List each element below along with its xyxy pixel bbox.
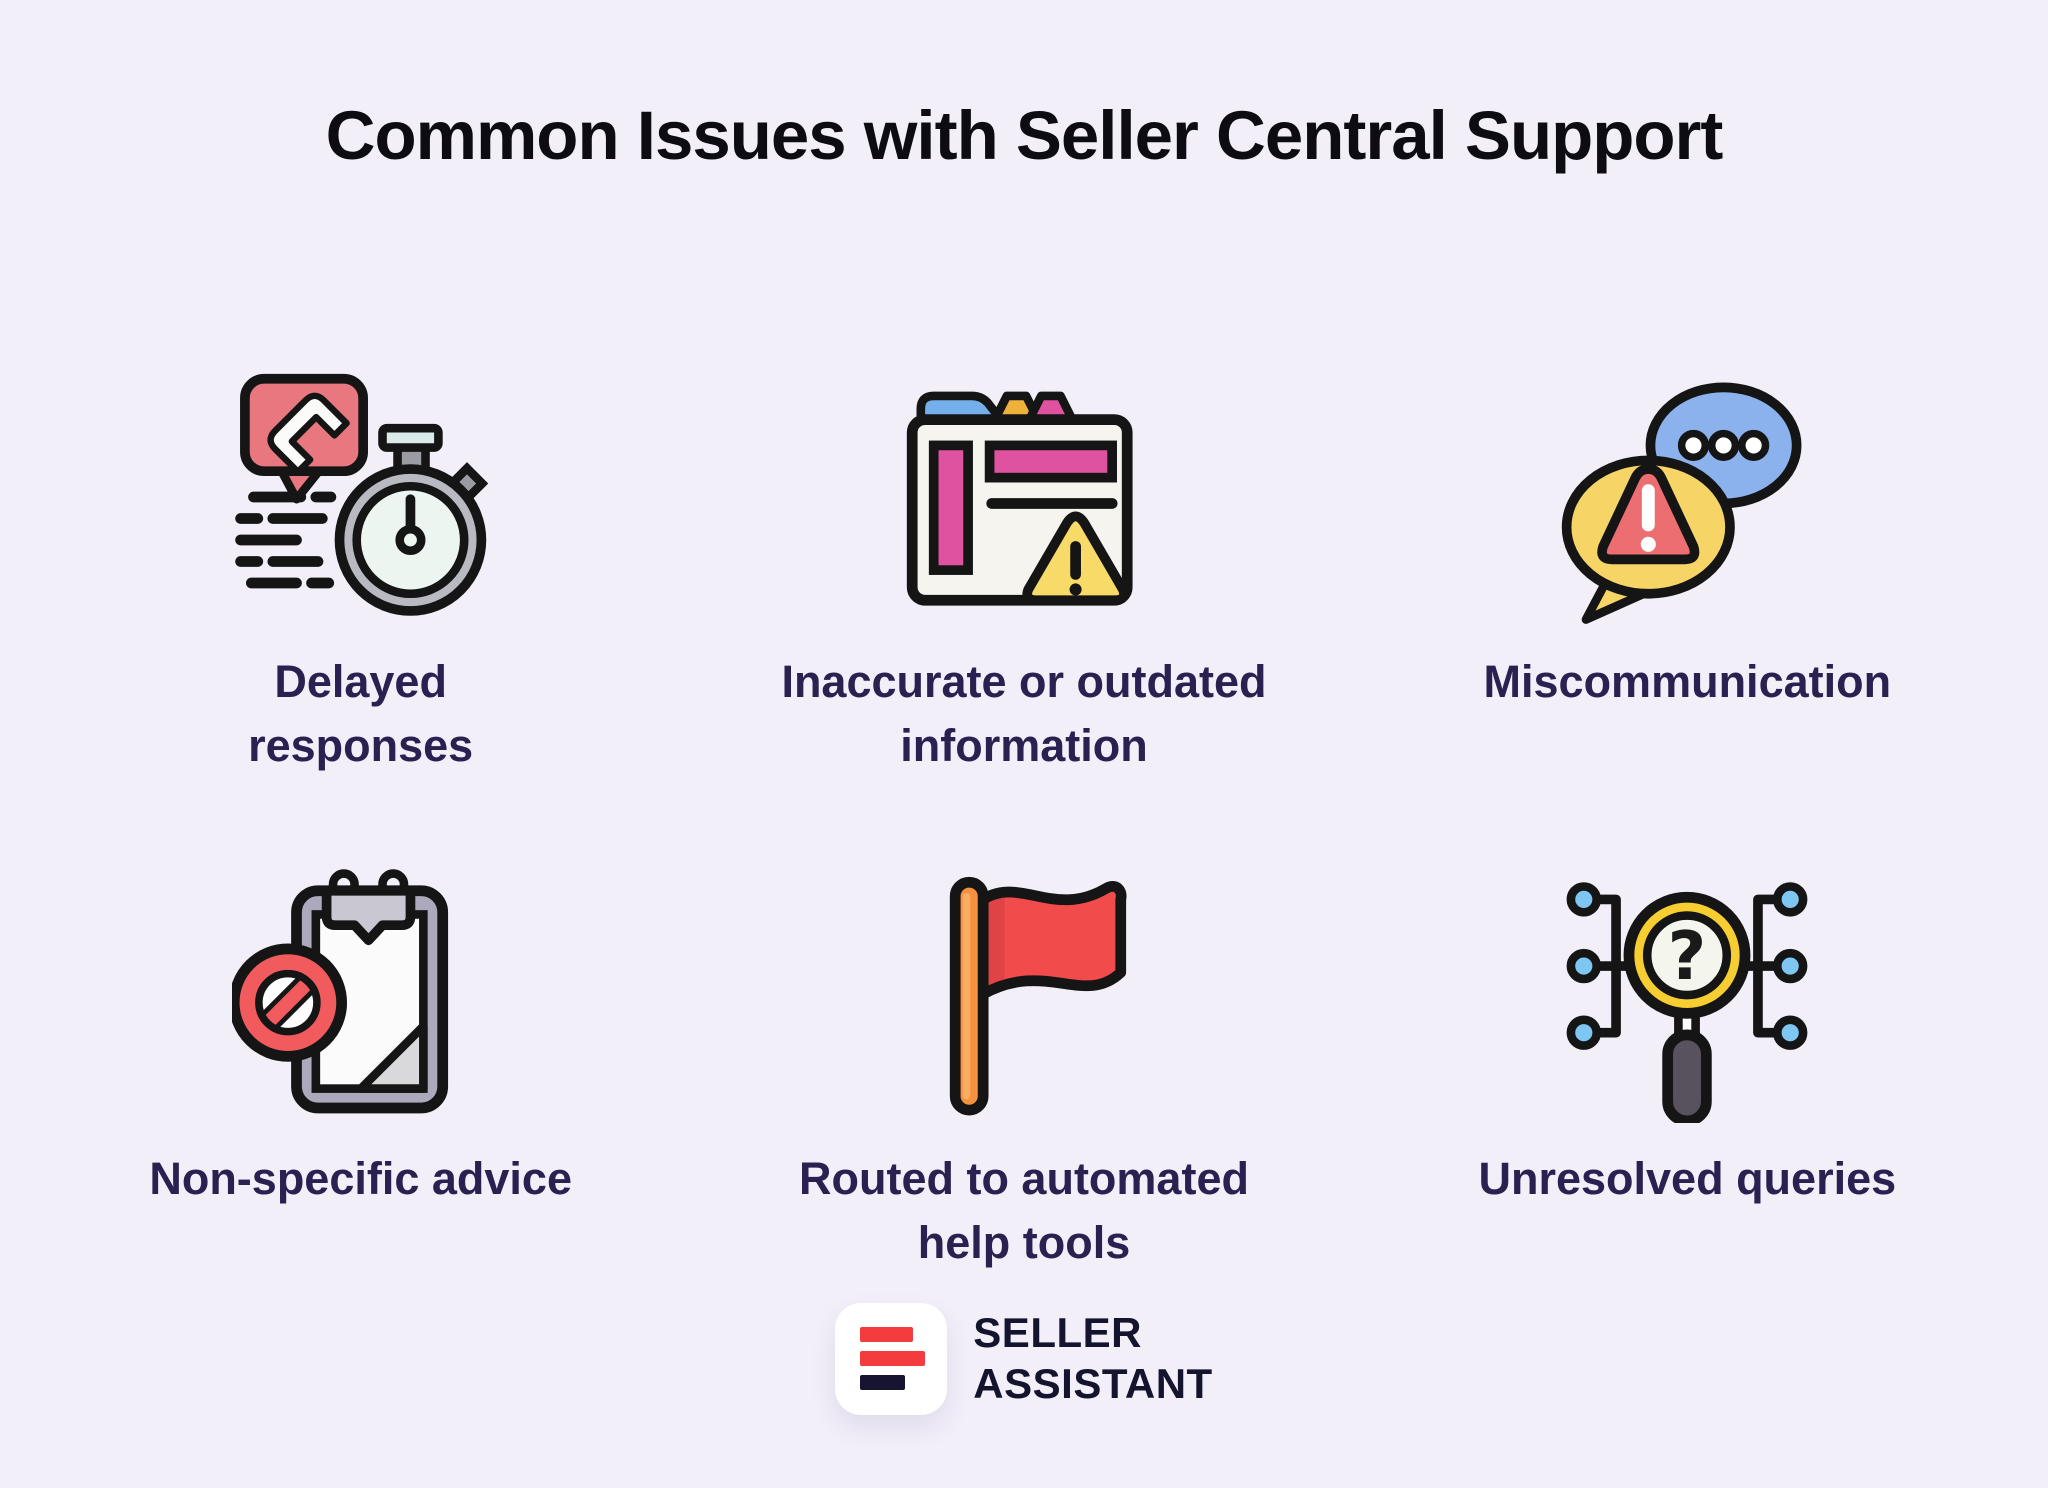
issue-item-miscommunication: Miscommunication: [1356, 361, 2019, 778]
phone-stopwatch-icon: [29, 361, 692, 626]
issue-label: Miscommunication: [1483, 656, 1892, 707]
phone-stopwatch-svg: [234, 373, 488, 616]
red-flag-icon: [692, 858, 1355, 1123]
page-title: Common Issues with Seller Central Suppor…: [325, 97, 1724, 174]
issue-item-delayed-responses: Delayed responses: [29, 361, 692, 778]
issue-item-unresolved-queries: ? Unresolved queries: [1356, 858, 2019, 1275]
issue-label: Inaccurate or outdated information: [781, 656, 1267, 771]
logo-bar-red-top: [860, 1327, 914, 1343]
brand-name: SELLER ASSISTANT: [973, 1308, 1212, 1409]
chat-bubbles-warning-icon: [1356, 361, 2019, 626]
issue-label: Routed to automated help tools: [798, 1152, 1249, 1268]
clipboard-prohibited-icon: [29, 858, 692, 1123]
brand-name-line1: SELLER: [973, 1309, 1142, 1357]
browser-warning-svg: [906, 391, 1133, 606]
seller-assistant-logo-icon: [835, 1302, 948, 1415]
issue-label: Delayed responses: [248, 656, 474, 771]
logo-bar-red-middle: [860, 1351, 926, 1367]
red-flag-svg: [949, 876, 1127, 1116]
brand-name-line2: ASSISTANT: [973, 1359, 1213, 1407]
issue-item-non-specific-advice: Non-specific advice: [29, 858, 692, 1275]
issue-label: Unresolved queries: [1478, 1152, 1897, 1204]
logo-bar-navy-bottom: [860, 1375, 906, 1391]
brand-logo: SELLER ASSISTANT: [835, 1302, 1212, 1415]
issue-label: Non-specific advice: [149, 1152, 572, 1204]
browser-warning-icon: [692, 361, 1355, 626]
issue-item-automated-help: Routed to automated help tools: [692, 858, 1355, 1275]
clipboard-prohibited-svg: [231, 869, 448, 1114]
magnifier-question-svg: ?: [1566, 881, 1808, 1123]
issue-item-inaccurate-info: Inaccurate or outdated information: [692, 361, 1355, 778]
svg-text:?: ?: [1668, 917, 1707, 995]
magnifier-question-icon: ?: [1356, 858, 2019, 1123]
chat-bubbles-warning-svg: [1562, 382, 1802, 624]
issues-grid: Delayed responses: [29, 361, 2019, 1275]
